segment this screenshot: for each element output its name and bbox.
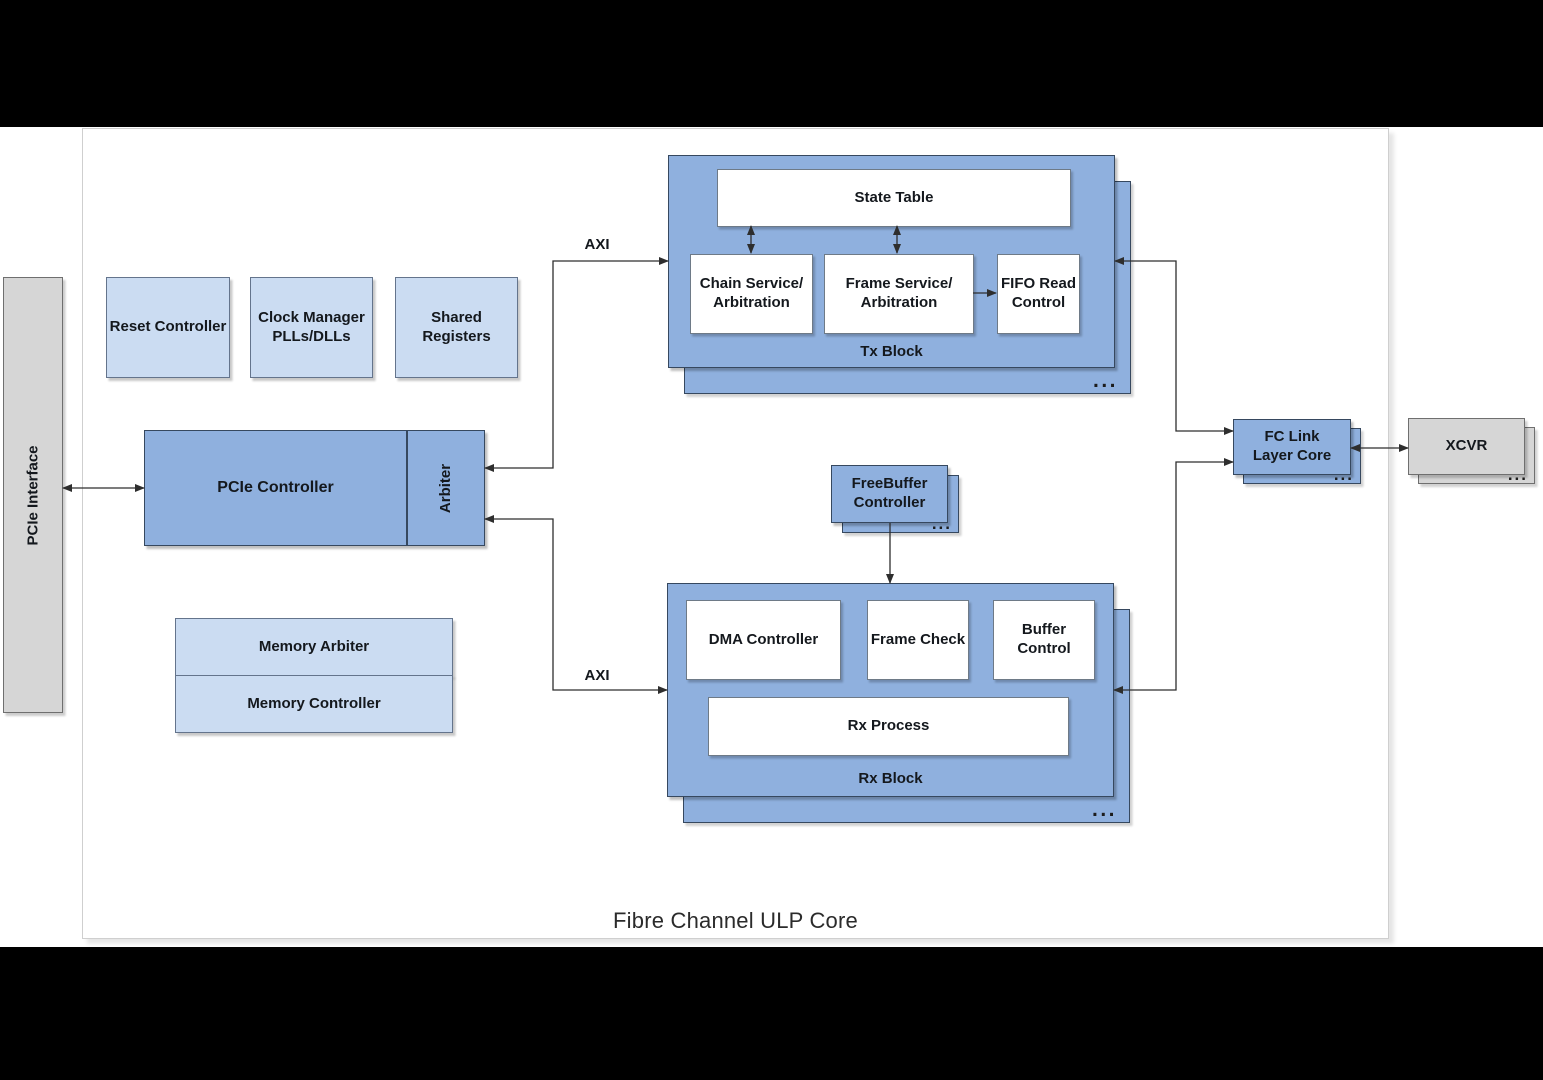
- tx-block-caption: Tx Block: [860, 343, 923, 360]
- clock-manager-label: Clock Manager PLLs/DLLs: [258, 308, 365, 345]
- reset-controller-block: Reset Controller: [106, 277, 230, 378]
- frame-check-label: Frame Check: [870, 630, 966, 648]
- axi-label-top: AXI: [584, 236, 610, 253]
- frame-check-block: Frame Check: [867, 600, 969, 680]
- shared-registers-label: Shared Registers: [422, 308, 491, 345]
- axi-label-bottom: AXI: [584, 667, 610, 684]
- diagram-title: Fibre Channel ULP Core: [613, 908, 858, 933]
- buffer-control-block: Buffer Control: [993, 600, 1095, 680]
- freebuffer-controller-label: FreeBuffer Controller: [851, 475, 928, 511]
- memory-controller-block: Memory Controller: [175, 675, 453, 733]
- pcie-interface-block: PCIe Interface: [3, 277, 63, 713]
- shared-registers-block: Shared Registers: [395, 277, 518, 378]
- freebuffer-controller-block: FreeBuffer Controller: [831, 465, 948, 523]
- state-table-block: State Table: [717, 169, 1071, 227]
- pcie-controller-label: PCIe Controller: [217, 479, 334, 496]
- dma-controller-label: DMA Controller: [708, 630, 819, 648]
- state-table-label: State Table: [854, 188, 934, 206]
- rx-block: DMA Controller Frame Check Buffer Contro…: [667, 583, 1114, 797]
- letterbox-top: [0, 0, 1543, 127]
- arbiter-section: Arbiter: [408, 431, 484, 545]
- chain-service-label: Chain Service/ Arbitration: [699, 275, 804, 311]
- xcvr-block: XCVR: [1408, 418, 1525, 475]
- fifo-read-control-block: FIFO Read Control: [997, 254, 1080, 334]
- frame-service-block: Frame Service/ Arbitration: [824, 254, 974, 334]
- pcie-controller-section: PCIe Controller: [145, 431, 406, 545]
- xcvr-label: XCVR: [1445, 437, 1488, 455]
- ellipsis-icon: ...: [1091, 798, 1117, 821]
- rx-process-block: Rx Process: [708, 697, 1069, 756]
- chain-service-block: Chain Service/ Arbitration: [690, 254, 813, 334]
- arbiter-divider: [406, 431, 408, 545]
- dma-controller-block: DMA Controller: [686, 600, 841, 680]
- fc-link-layer-core-block: FC Link Layer Core: [1233, 419, 1351, 475]
- ellipsis-icon: ...: [1092, 369, 1118, 392]
- arbiter-label: Arbiter: [437, 463, 455, 513]
- memory-arbiter-label: Memory Arbiter: [258, 637, 370, 655]
- rx-block-caption: Rx Block: [858, 770, 923, 787]
- rx-process-label: Rx Process: [847, 717, 930, 735]
- fc-link-layer-core-label: FC Link Layer Core: [1252, 428, 1332, 464]
- reset-controller-label: Reset Controller: [109, 318, 227, 336]
- buffer-control-label: Buffer Control: [1017, 621, 1071, 657]
- clock-manager-block: Clock Manager PLLs/DLLs: [250, 277, 373, 378]
- memory-controller-label: Memory Controller: [247, 694, 381, 712]
- fifo-read-control-label: FIFO Read Control: [1000, 275, 1076, 311]
- frame-service-label: Frame Service/ Arbitration: [845, 275, 953, 311]
- memory-arbiter-block: Memory Arbiter: [175, 618, 453, 676]
- letterbox-bottom: [0, 947, 1543, 1080]
- pcie-interface-label: PCIe Interface: [24, 444, 42, 546]
- pcie-controller-block: PCIe Controller Arbiter: [144, 430, 485, 546]
- tx-block: State Table Chain Service/ Arbitration F…: [668, 155, 1115, 368]
